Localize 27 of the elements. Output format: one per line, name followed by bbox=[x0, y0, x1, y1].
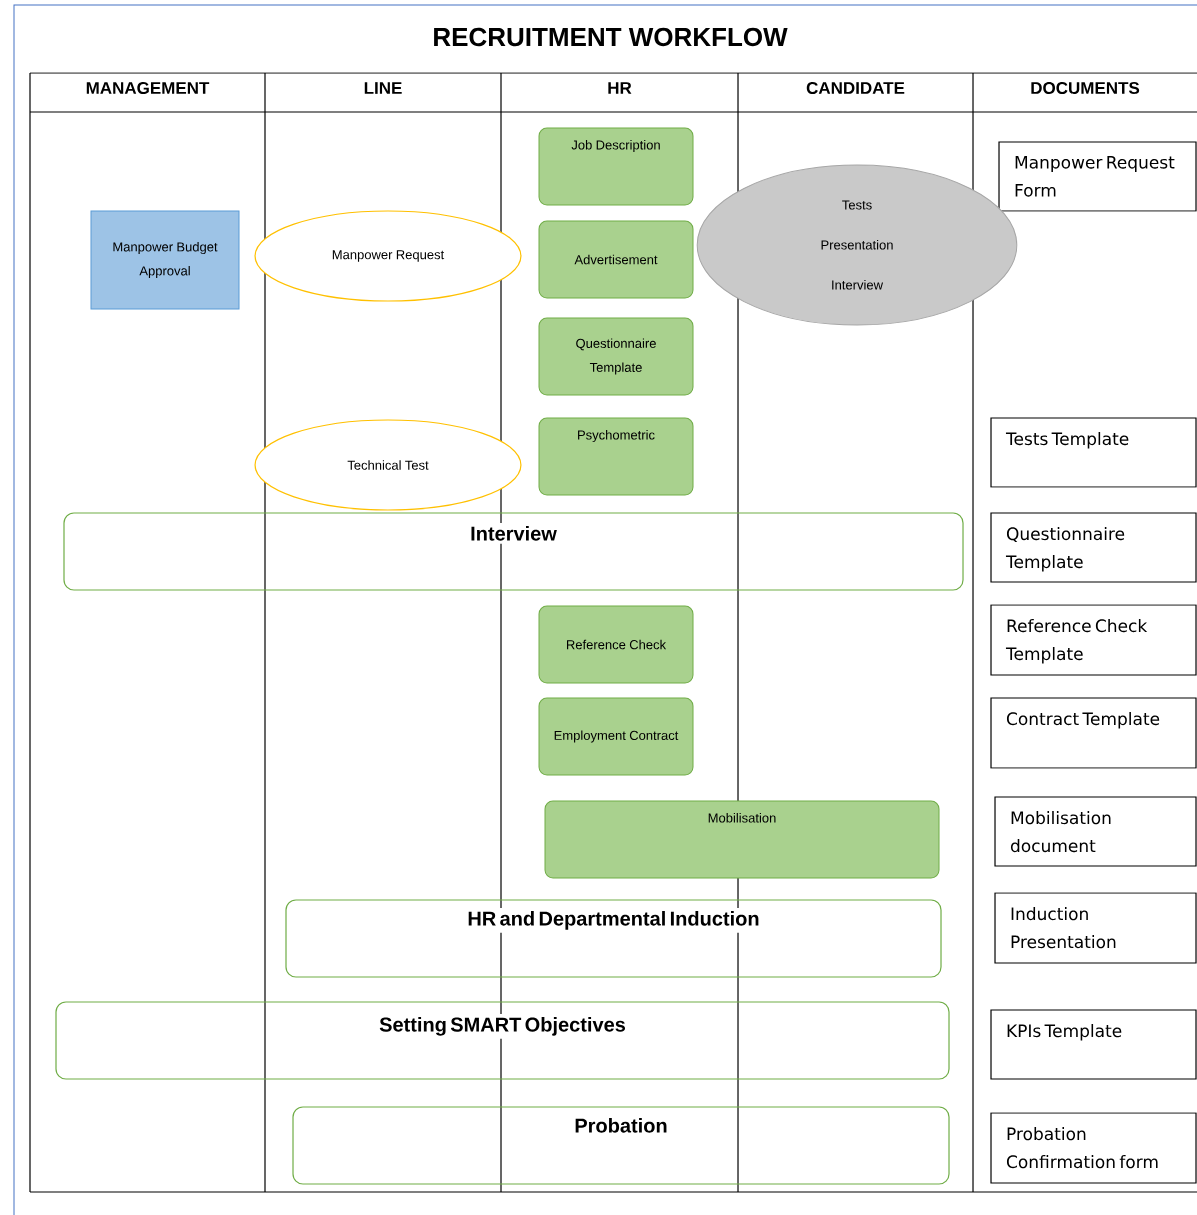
process-box: Reference Check bbox=[538, 605, 694, 684]
approval-box: Manpower Budget Approval bbox=[90, 210, 240, 310]
document-box: Induction Presentation bbox=[994, 892, 1197, 964]
stage-box: Probation bbox=[292, 1106, 950, 1185]
column-header: MANAGEMENT bbox=[86, 82, 210, 95]
document-box: Questionnaire Template bbox=[990, 512, 1197, 583]
process-box: Advertisement bbox=[538, 220, 694, 299]
document-box: Manpower Request Form bbox=[998, 141, 1197, 212]
process-box: Psychometric bbox=[538, 417, 694, 496]
stage-box: Setting SMART Objectives bbox=[55, 1001, 950, 1080]
document-box: Mobilisation document bbox=[994, 796, 1197, 867]
column-header: HR bbox=[608, 82, 632, 94]
column-header: DOCUMENTS bbox=[1031, 82, 1140, 95]
title: RECRUITMENT WORKFLOW bbox=[434, 27, 788, 47]
document-box: KPIs Template bbox=[990, 1009, 1197, 1080]
process-box: Employment Contract bbox=[538, 697, 694, 776]
document-box: Reference Check Template bbox=[990, 604, 1197, 676]
document-box: Probation Confirmation form bbox=[990, 1112, 1197, 1184]
process-box: Mobilisation bbox=[544, 800, 940, 879]
document-box: Tests Template bbox=[990, 417, 1197, 488]
process-box: Job Description bbox=[538, 127, 694, 206]
stage-box: Interview bbox=[63, 512, 964, 591]
column-header: LINE bbox=[364, 82, 402, 94]
column-header: CANDIDATE bbox=[806, 82, 905, 95]
process-box: Questionnaire Template bbox=[538, 317, 694, 396]
document-box: Contract Template bbox=[990, 697, 1197, 769]
stage-box: HR and Departmental Induction bbox=[285, 899, 942, 978]
